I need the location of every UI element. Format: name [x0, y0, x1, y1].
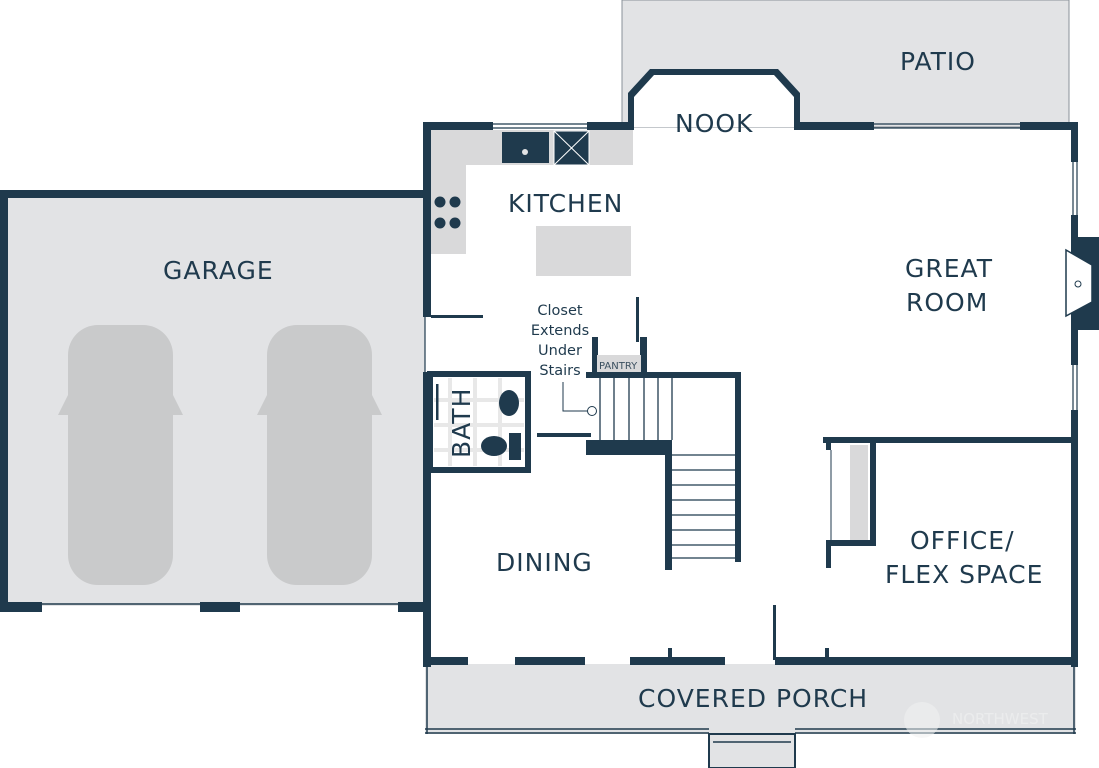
sink-bath — [499, 390, 519, 416]
note-line: Extends — [531, 323, 589, 339]
stove-burners — [434, 196, 461, 229]
fireplace — [1065, 237, 1099, 330]
room-label-patio: PATIO — [900, 47, 976, 76]
bath — [427, 371, 531, 473]
note-line: Closet — [537, 303, 582, 319]
room-label-pantry: PANTRY — [599, 361, 638, 372]
room-label-flex-space: FLEX SPACE — [885, 560, 1043, 589]
room-label-great: GREAT — [905, 254, 993, 283]
note-line: Under — [538, 343, 582, 359]
note-line: Stairs — [539, 363, 580, 379]
car-right — [257, 325, 382, 585]
covered-porch-area — [425, 664, 1076, 734]
interior-walls — [431, 297, 1075, 660]
sink — [502, 132, 549, 163]
room-label-dining: DINING — [496, 548, 593, 577]
room-label-kitchen: KITCHEN — [508, 189, 623, 218]
dishwasher — [553, 130, 590, 166]
porch-steps — [708, 733, 796, 768]
room-label-garage: GARAGE — [163, 256, 274, 285]
exterior-walls — [423, 69, 1078, 667]
room-label-office: OFFICE/ — [910, 526, 1015, 555]
office-closet-shelf — [850, 445, 868, 540]
garage-walls — [0, 190, 428, 612]
pantry-shelf — [597, 355, 641, 372]
kitchen-island — [536, 226, 631, 276]
room-label-bath: BATH — [447, 388, 476, 458]
room-label-covered-porch: COVERED PORCH — [638, 684, 868, 713]
closet-marker — [587, 406, 597, 416]
watermark-logo: NORTHWEST — [904, 702, 1049, 738]
room-label-room: ROOM — [906, 288, 988, 317]
watermark-text: NORTHWEST — [952, 710, 1049, 728]
closet-note: Closet Extends Under Stairs — [531, 303, 589, 379]
room-label-nook: NOOK — [675, 109, 753, 138]
toilet — [481, 436, 507, 456]
car-left — [58, 325, 183, 585]
stairs — [599, 378, 735, 559]
